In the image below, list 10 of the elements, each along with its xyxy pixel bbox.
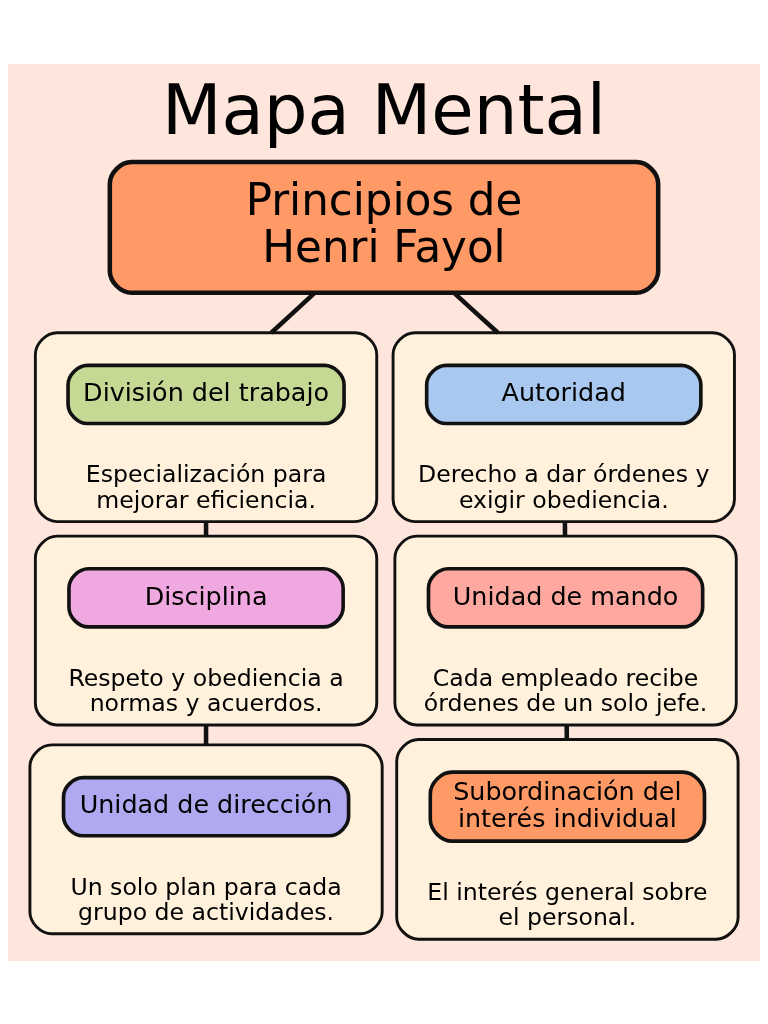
node-box: Unidad de mando (426, 566, 705, 629)
node-box: Disciplina (67, 566, 345, 629)
node-box: Subordinación del interés individual (428, 769, 707, 843)
diagram-title: Mapa Mental (161, 69, 607, 150)
connector (203, 724, 209, 745)
node-box: Principios de Henri Fayol (107, 159, 661, 295)
node-box: División del trabajo (66, 363, 346, 425)
connector (564, 724, 570, 739)
node-box: Autoridad (424, 363, 703, 425)
node-box: Unidad de dirección (61, 775, 351, 838)
